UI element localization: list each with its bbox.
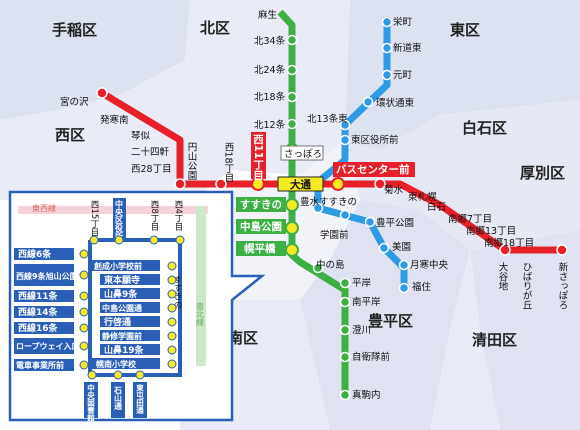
station-nishi11: 西11丁目: [252, 134, 264, 181]
ward-label-shiroishi: 白石区: [462, 119, 507, 137]
tram-stop-seishugakuenmae: 静修学園前: [102, 331, 142, 341]
station-misono: 美園: [392, 241, 411, 253]
station-gakuenmae: 学園前: [320, 229, 349, 241]
station-kanjodorihigashi: 環状通東: [376, 97, 415, 109]
ward-label-kiyota: 清田区: [472, 331, 517, 349]
ward-label-teine: 手稲区: [52, 21, 97, 39]
tram-stop-nishisen11: 西線11条: [18, 290, 59, 302]
tram-stop-denshajigyosho: 電車事業所前: [16, 360, 64, 370]
station-sapporo: さっぽろ: [284, 149, 322, 160]
station-nakajimakoen: 中島公園: [240, 220, 282, 233]
ward-label-higashi: 東区: [450, 21, 480, 39]
station-odori: 大通: [290, 178, 311, 191]
tram-stop-nishisen14: 西線14条: [18, 306, 59, 318]
tram-stop-higashitondendori: 東屯田通: [135, 383, 144, 416]
tram-stop-soseishogakko: 創成小学校前: [93, 261, 142, 271]
station-kita18: 北18条: [254, 91, 286, 103]
tram-stop-chuotoshokan: 中央図書館前: [86, 383, 95, 430]
tram-stop-nishi4: 西4丁目: [173, 200, 183, 232]
station-asabu: 麻生: [258, 9, 278, 21]
station-kita34: 北34条: [254, 35, 286, 47]
station-higashikuyakushomae: 東区役所前: [351, 134, 399, 146]
ward-label-nishi: 西区: [55, 126, 85, 144]
station-sumikawa: 澄川: [352, 324, 371, 336]
tram-tozai-label: 東西線: [32, 203, 56, 213]
station-nango13: 南郷13丁目: [466, 225, 516, 237]
tram-stop-nishisen6: 西線6条: [18, 248, 52, 260]
station-kikusui: 菊水: [384, 184, 404, 196]
ward-label-minami: 南区: [228, 329, 258, 347]
station-makomanai: 真駒内: [352, 389, 381, 401]
station-nango18: 南郷18丁目: [484, 237, 534, 249]
tram-stop-nishisen9: 西線9条旭山公園通: [16, 271, 86, 281]
ward-label-toyohira: 豊平区: [368, 312, 413, 330]
tram-stop-yamahana9: 山鼻9条: [104, 288, 138, 300]
station-nijuyonken: 二十四軒: [131, 146, 170, 158]
tram-stop-ishiyamadori: 石山通: [114, 386, 123, 411]
tram-stop-konanshogakko: 幌南小学校: [96, 359, 137, 369]
station-toyohirakoen: 豊平公園: [376, 217, 414, 229]
tozai-line: [100, 90, 562, 254]
station-horohirabashi: 幌平橋: [244, 242, 276, 255]
station-hiragishi: 平岸: [352, 278, 372, 289]
tram-stop-yamahana19: 山鼻19条: [104, 344, 145, 356]
station-tsukisamuchuo: 月寒中央: [410, 259, 449, 271]
tram-stop-gyokeidori: 行啓通: [103, 316, 131, 328]
station-higashisapporo: 東札幌: [408, 191, 437, 203]
station-bus-center-mae: バスセンター前: [336, 163, 410, 176]
station-hassamminami: 発寒南: [100, 114, 129, 126]
station-nango7: 南郷7丁目: [448, 213, 492, 225]
station-shindohigashi: 新道東: [393, 42, 422, 54]
tram-stop-ropeway: ロープウェイ入口: [16, 341, 80, 351]
toho-stations: [312, 16, 410, 294]
station-sakaemachi: 栄町: [393, 16, 413, 28]
tram-inset: 東西線 南北線 西15丁目 中央区役所前 西8丁目 西4丁目 すすきの 西線6条…: [8, 190, 266, 430]
station-susukino: すすきの: [240, 199, 282, 211]
station-shiroishi: 白石: [427, 201, 446, 213]
station-motomachi: 元町: [393, 70, 413, 81]
station-kita24: 北24条: [254, 64, 286, 76]
station-nakanoshima: 中の島: [316, 259, 345, 271]
tram-stop-nishi8: 西8丁目: [149, 200, 159, 232]
station-maruyamakoen: 円山公園: [186, 142, 198, 181]
tram-stop-higashihonganji: 東本願寺: [104, 274, 140, 286]
station-fukuzumi: 福住: [412, 281, 432, 293]
tram-stop-chuokuyakushomae: 中央区役所前: [114, 199, 124, 249]
station-kita13higashi: 北13条東: [307, 113, 348, 125]
tram-stop-nishi15: 西15丁目: [89, 200, 99, 237]
station-shinsapporo: 新さっぽろ: [557, 261, 569, 309]
station-minamihiragishi: 南平岸: [352, 296, 381, 308]
tram-namboku-label: 南北線: [196, 301, 205, 326]
station-hosui-susukino: 豊水すすきの: [300, 196, 357, 208]
station-nishi18: 西18丁目: [223, 142, 235, 183]
ward-label-atsubetsu: 厚別区: [520, 164, 565, 182]
tram-stop-nakajimakoendori: 中島公園通: [102, 303, 142, 313]
station-miyanosawa: 宮の沢: [60, 96, 89, 108]
station-oyachi: 大谷地: [497, 261, 509, 290]
station-kotoni: 琴似: [131, 131, 151, 142]
station-hibarigaoka: ひばりが丘: [521, 262, 533, 310]
tram-stop-nishisen16: 西線16条: [18, 322, 59, 334]
station-kita12: 北12条: [254, 119, 286, 131]
ward-label-kita: 北区: [200, 19, 230, 37]
tram-stop-susukino: すすきの: [172, 275, 182, 309]
station-jieitaimae: 自衛隊前: [352, 351, 390, 363]
station-nishi28: 西28丁目: [131, 164, 172, 175]
